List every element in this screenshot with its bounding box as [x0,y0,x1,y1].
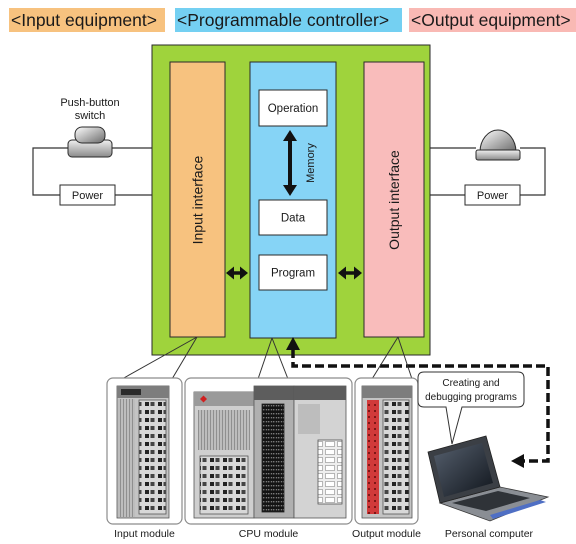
input-equipment-header: <Input equipment> [11,10,157,30]
input-cpu-arrow-head-right [240,266,248,280]
input-module-callout-line-right [171,336,198,380]
input-module-led-panel [121,389,141,395]
input-interface-box [169,61,226,338]
memory-arrow-head-down [283,185,297,196]
program-box [258,254,328,291]
callout-bubble [417,371,525,445]
laptop-screen [434,443,493,497]
lamp-icon [475,129,521,161]
builtin-io-unit-top [294,386,346,400]
output-equipment-header-bg [409,8,576,32]
output-module-caption: Output module [352,528,421,540]
cpu-output-double-arrow [338,266,362,280]
input-module-terminal-block [138,399,167,515]
personal-computer-caption: Personal computer [445,528,534,540]
cpu-unit-connector [261,403,285,513]
data-box [258,199,328,236]
programming-arrow-head-left [511,454,524,468]
input-interface-label: Input interface [189,155,205,244]
programming-callout: Creating and debugging programs [417,371,525,445]
output-power-label: Power [477,190,509,202]
input-wire-loop [32,147,68,196]
input-cpu-double-arrow [226,266,248,280]
input-power-label: Power [72,190,104,202]
operation-box [258,89,328,127]
output-module-callout-line-left [371,336,399,380]
output-module-icon [361,385,413,519]
laptop-front-strip [490,500,546,519]
builtin-io-terminals [317,439,343,505]
input-module-ribs [118,399,135,517]
brand-logo-icon [200,395,207,403]
cpu-output-arrow-head-left [338,266,346,280]
programming-arrow-head-up [286,337,300,350]
output-equipment: Power [430,129,546,206]
input-module-icon [116,385,170,519]
push-button-label-line-1: Push-button [60,97,119,109]
cpu-module-caption: CPU module [239,528,299,540]
programming-link [286,337,550,468]
output-power-box [464,184,521,206]
input-module-caption: Input module [114,528,175,540]
push-button-switch-icon [67,126,113,158]
power-supply-unit-top [194,392,254,406]
input-module-callout-line-left [121,336,198,380]
output-interface-label: Output interface [386,150,402,250]
callout-text-line-1: Creating and [442,378,499,389]
input-equipment: Push-button switch Power [32,97,152,206]
builtin-io-led-area [298,404,320,434]
output-module-led-strip [367,400,379,514]
programmable-controller: Input interface Operation Memory Data Pr… [151,44,431,356]
programmable-controller-header: <Programmable controller> [177,10,389,30]
cpu-output-arrow-head-right [354,266,362,280]
push-button-label-line-2: switch [75,110,106,122]
memory-label: Memory [305,143,317,183]
lamp-dome [479,129,517,153]
callout-text-line-2: debugging programs [425,392,517,403]
module-callout-lines [121,336,413,380]
input-power-box [59,184,116,206]
program-label: Program [271,268,315,280]
data-label: Data [281,213,306,225]
push-button-cap [74,126,106,144]
captions: Input module CPU module Output module Pe… [114,528,533,540]
power-supply-terminals [199,455,249,515]
memory-double-arrow [283,130,297,196]
cpu-module-callout-line-right [271,337,289,380]
laptop-keyboard [452,491,530,511]
cpu-unit-top [254,386,294,400]
output-interface-box [363,61,425,338]
cpu-module-callout-line-left [257,337,273,380]
power-supply-unit-ribs [198,410,250,450]
programmable-controller-header-bg [175,8,402,32]
input-equipment-header-bg [9,8,165,32]
laptop-icon [427,435,550,522]
output-wire-loop [520,147,546,196]
lamp-base [475,149,521,161]
output-equipment-header: <Output equipment> [411,10,571,30]
operation-label: Operation [268,103,319,115]
section-headers: <Input equipment> <Programmable controll… [9,8,576,32]
output-module-top [362,386,412,398]
output-module-terminal-block [382,399,410,515]
cpu-module-icon [193,385,347,519]
memory-arrow-head-up [283,130,297,141]
input-cpu-arrow-head-left [226,266,234,280]
output-module-callout-line-right [397,336,413,380]
